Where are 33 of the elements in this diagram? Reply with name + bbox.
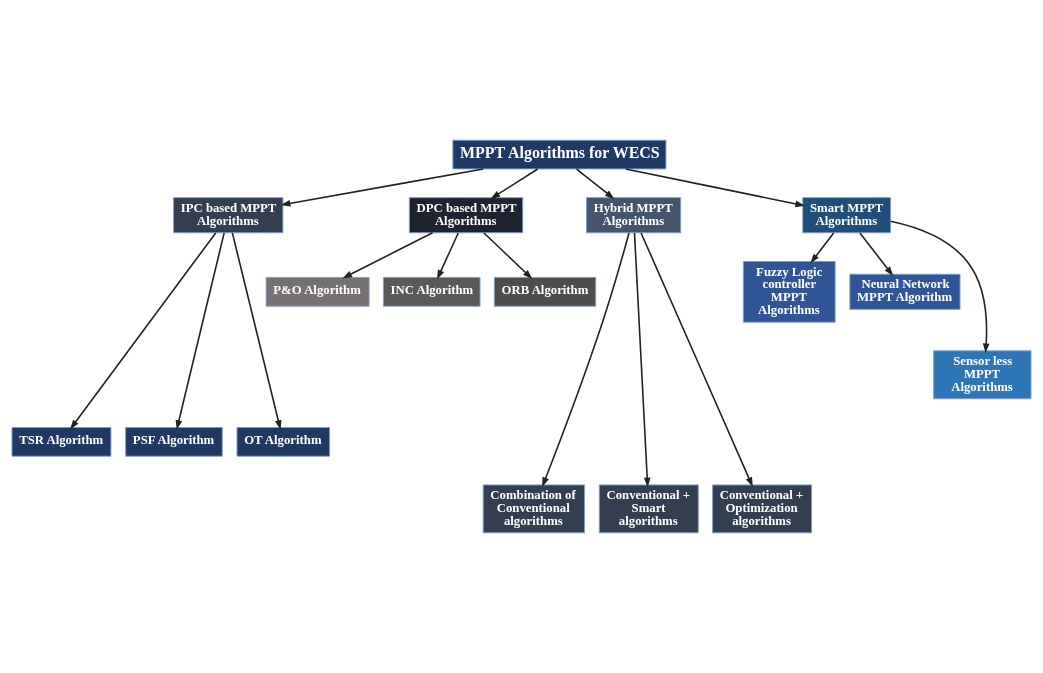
node-box: DPC based MPPT Algorithms	[408, 197, 524, 234]
node-box: Hybrid MPPT Algorithms	[586, 197, 682, 234]
arrow	[437, 232, 460, 280]
arrow	[70, 232, 217, 430]
node-box: Conventional + Smart algorithms	[598, 484, 699, 534]
arrow	[810, 232, 835, 264]
arrow	[640, 232, 753, 487]
node-box: IPC based MPPT Algorithms	[173, 197, 284, 234]
node-box: Smart MPPT Algorithms	[802, 197, 892, 234]
node-box: MPPT Algorithms for WECS	[452, 139, 667, 170]
arrow	[280, 168, 485, 207]
node-box: P&O Algorithm	[265, 276, 370, 307]
arrow	[575, 168, 615, 200]
arrow	[490, 168, 539, 199]
node-box: TSR Algorithm	[11, 427, 112, 457]
node-box: Combination of Conventional algorithms	[482, 484, 585, 534]
arrow	[889, 220, 990, 354]
arrow	[342, 232, 434, 279]
arrow	[483, 232, 533, 279]
node-box: Fuzzy Logic controller MPPT Algorithms	[742, 261, 836, 323]
arrow	[542, 232, 630, 488]
node-box: ORB Algorithm	[493, 276, 597, 307]
arrow	[175, 232, 225, 430]
arrow	[633, 232, 651, 488]
node-box: Neural Network MPPT Algorithm	[849, 273, 961, 310]
arrow	[624, 168, 805, 208]
node-box: Conventional + Optimization algorithms	[712, 484, 813, 534]
node-box: INC Algorithm	[382, 276, 481, 307]
arrow	[231, 232, 282, 430]
node-box: Sensor less MPPT Algorithms	[933, 350, 1032, 400]
node-box: PSF Algorithm	[125, 427, 223, 457]
node-box: OT Algorithm	[236, 427, 331, 457]
arrow	[859, 232, 894, 276]
